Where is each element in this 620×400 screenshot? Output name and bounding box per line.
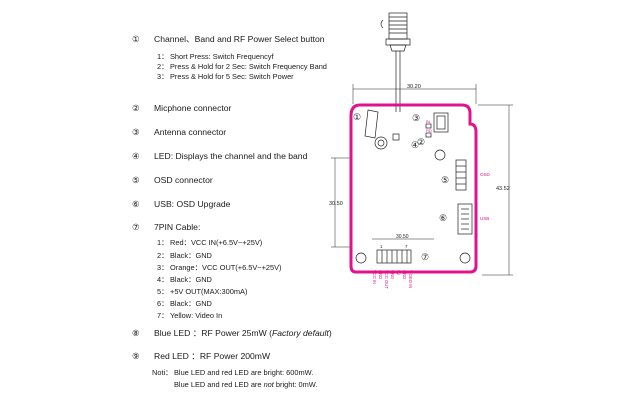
note-line-2: Blue LED and red LED are not bright: 0mW… bbox=[174, 380, 318, 389]
pin-5: 5：+5V OUT(MAX:300mA) bbox=[157, 287, 248, 296]
dim-top-label: 30.20 bbox=[407, 84, 421, 90]
button-mode-3: 3：Press & Hold for 5 Sec: Switch Power bbox=[157, 72, 294, 81]
pin-label-7: 7 bbox=[405, 244, 408, 249]
usb-connector-drawing bbox=[457, 203, 473, 235]
button-mode-2: 2：Press & Hold for 2 Sec: Switch Frequen… bbox=[157, 62, 327, 71]
dim-inner-label: 30.50 bbox=[396, 234, 409, 240]
marker-1: ① bbox=[353, 112, 361, 122]
pin-3: 3：Orange：VCC OUT(+6.5V~+25V) bbox=[157, 263, 282, 272]
note-line-1: Noti：Blue LED and red LED are bright: 60… bbox=[152, 368, 314, 377]
osd-side-label: OSD bbox=[480, 172, 491, 177]
button-mode-1: 1：Short Press: Switch Frequencyf bbox=[157, 52, 274, 61]
pin-2: 2：Black：GND bbox=[157, 251, 212, 260]
dim-right-label: 43.52 bbox=[496, 186, 510, 192]
pin-7: 7：Yellow: Video In bbox=[157, 311, 223, 320]
led-blue-label: BL bbox=[426, 119, 432, 124]
marker-5: ⑤ bbox=[441, 175, 449, 185]
cable-label-vcc-out: VCC OUT bbox=[384, 270, 389, 289]
marker-3: ③ bbox=[412, 113, 420, 123]
cable-label-video-in: VIDEO IN bbox=[408, 270, 413, 288]
cable-label-gnd-2: GND bbox=[390, 270, 395, 279]
board-outline bbox=[349, 103, 478, 274]
pin-6: 6：Black：GND bbox=[157, 299, 212, 308]
osd-connector-drawing bbox=[455, 159, 467, 191]
marker-4: ④ bbox=[411, 140, 419, 150]
marker-2: ② bbox=[417, 137, 425, 147]
marker-6: ⑥ bbox=[439, 213, 447, 223]
cable-label-gnd-3: GND bbox=[378, 270, 383, 279]
microphone-connector-drawing bbox=[364, 109, 379, 139]
usb-side-label: USB bbox=[480, 216, 489, 221]
pin-4: 4：Black：GND bbox=[157, 275, 212, 284]
pin-1: 1：Red：VCC IN(+6.5V~+25V) bbox=[157, 238, 263, 247]
dim-left-label: 30.50 bbox=[329, 201, 343, 207]
antenna-connector-drawing bbox=[380, 12, 411, 112]
cable-label-gnd-1: GND bbox=[402, 270, 407, 279]
cable-label-vcc-in: VCC IN bbox=[372, 270, 377, 284]
select-button-drawing bbox=[433, 112, 449, 133]
seven-pin-header-drawing bbox=[376, 249, 412, 264]
cable-label-5v: 5V bbox=[396, 270, 401, 275]
led-red-label: RD bbox=[426, 128, 432, 133]
marker-7: ⑦ bbox=[421, 252, 429, 262]
pin-label-1: 1 bbox=[380, 244, 383, 249]
